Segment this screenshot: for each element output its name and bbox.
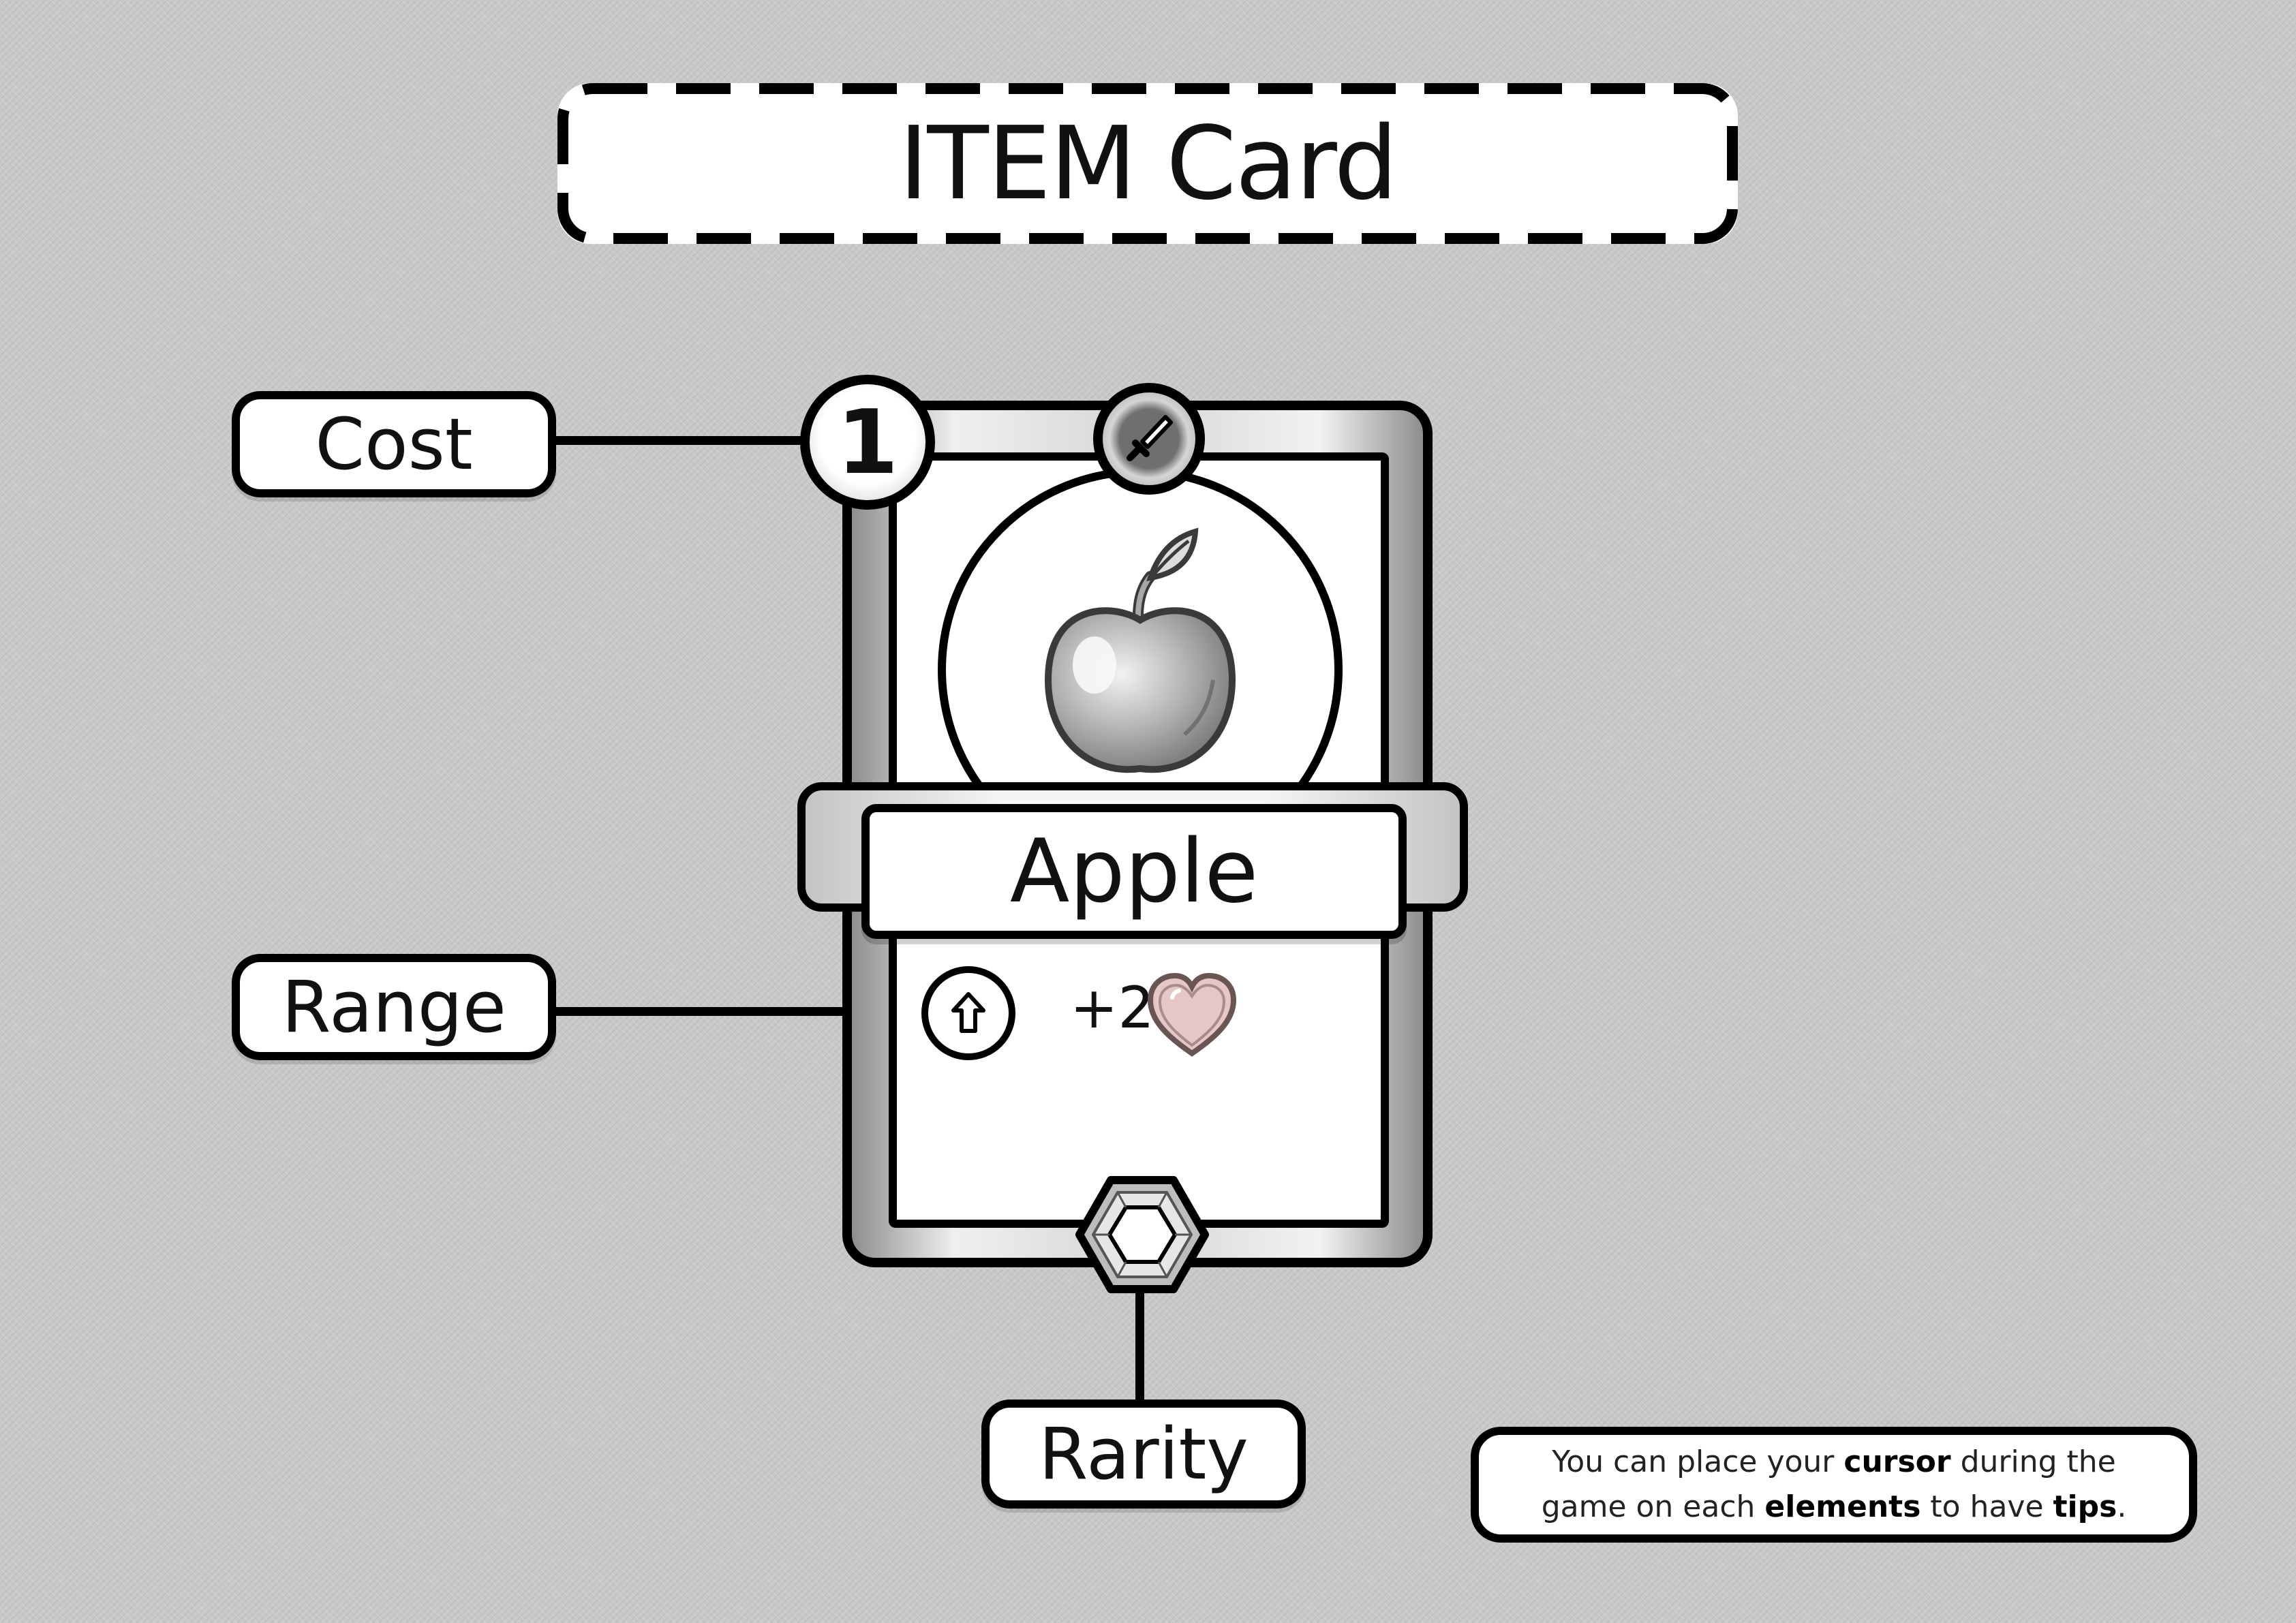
- cost-badge[interactable]: 1: [800, 375, 935, 510]
- tip-line-2: game on each elements to have tips.: [1541, 1489, 2127, 1524]
- tip-box: You can place your cursor during the gam…: [1471, 1427, 2197, 1543]
- range-label: Range: [232, 954, 556, 1060]
- page-title: ITEM Card: [898, 105, 1398, 222]
- range-connector: [552, 1007, 925, 1016]
- dagger-icon: [1127, 415, 1173, 461]
- arrow-up-icon: [951, 992, 985, 1033]
- cost-label: Cost: [232, 391, 556, 497]
- tip-line-1: You can place your cursor during the: [1552, 1444, 2116, 1479]
- effect-value: +2: [1070, 974, 1154, 1041]
- title-banner: ITEM Card: [557, 83, 1738, 244]
- item-type-badge[interactable]: [1093, 383, 1205, 495]
- card-name: Apple: [861, 804, 1407, 939]
- rarity-connector: [1135, 1288, 1144, 1405]
- cost-connector: [552, 436, 804, 445]
- dashed-border: [557, 83, 1738, 244]
- apple-icon: [1044, 527, 1236, 773]
- range-badge[interactable]: [921, 966, 1015, 1060]
- heart-icon: [1147, 972, 1237, 1057]
- hexagon-gem-icon[interactable]: [1075, 1175, 1209, 1295]
- rarity-label: Rarity: [981, 1400, 1306, 1509]
